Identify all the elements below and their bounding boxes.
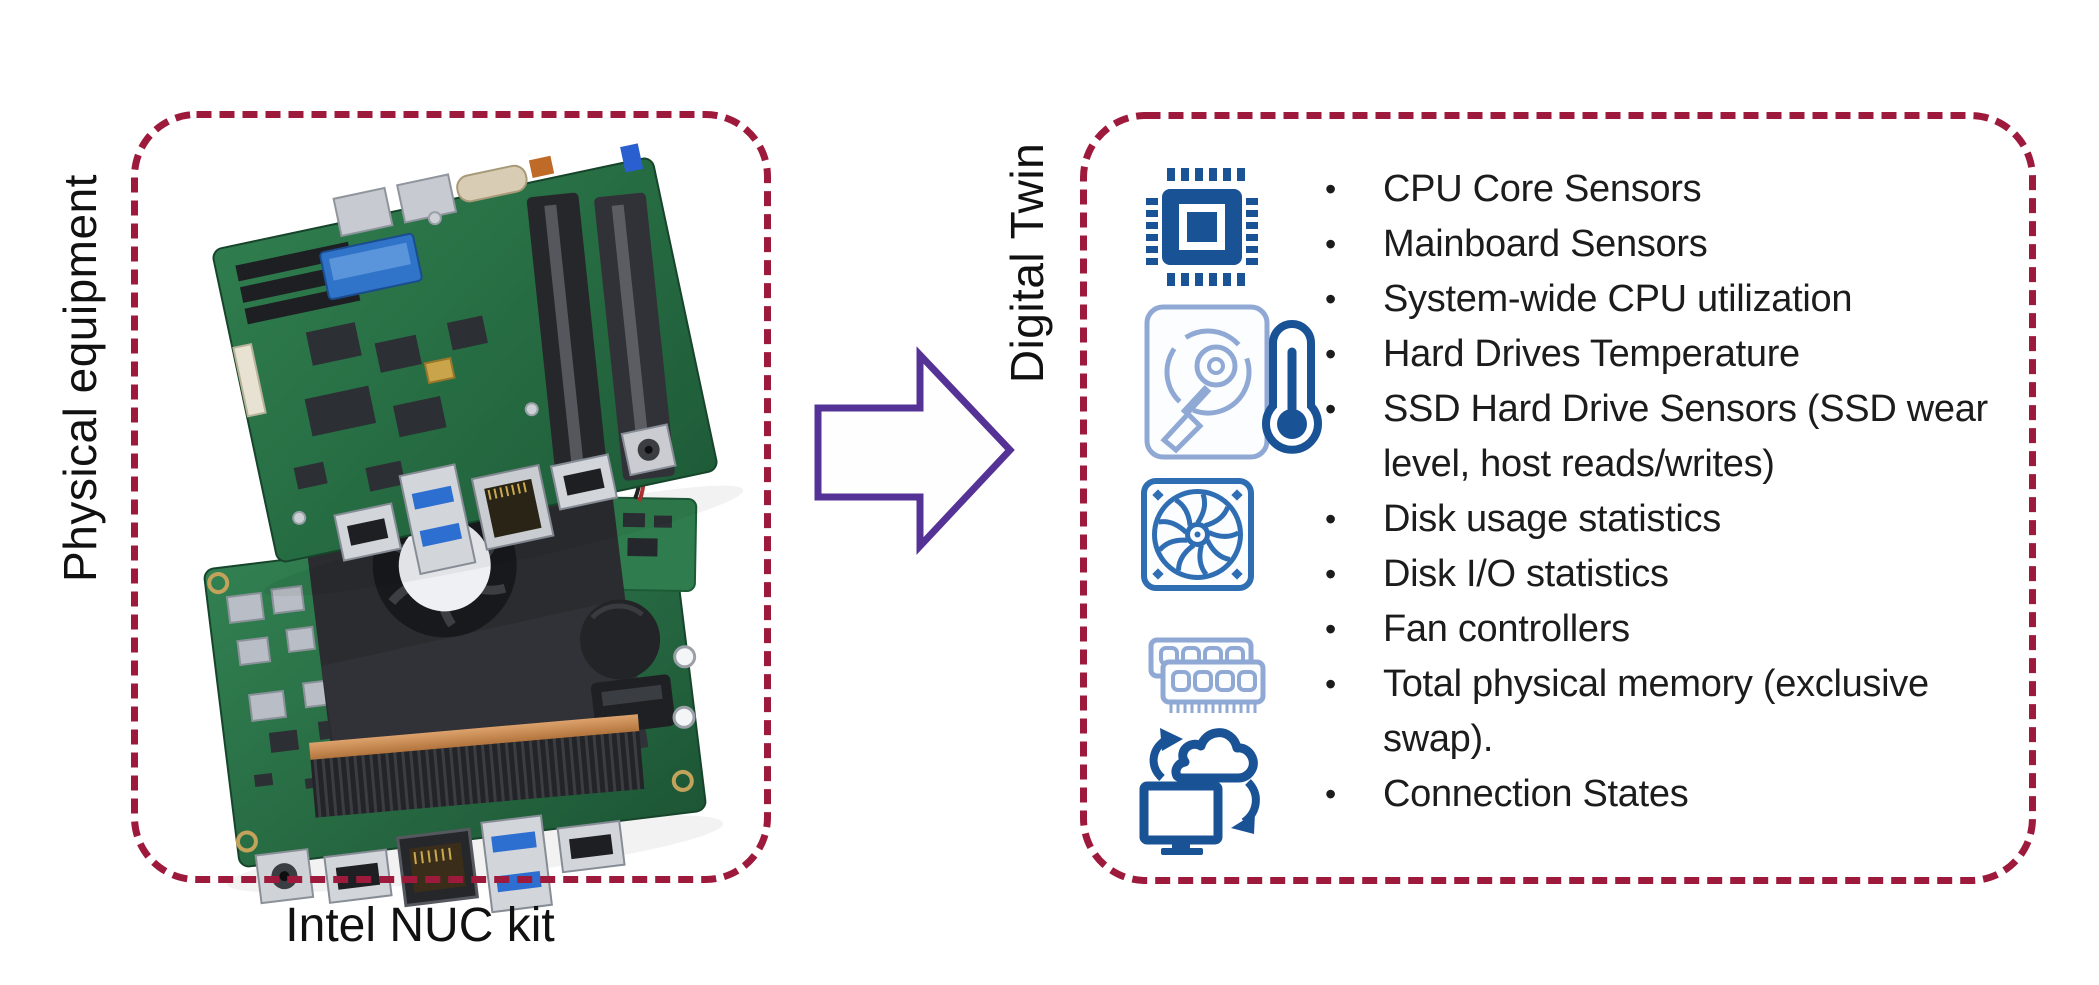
bullet-dot: • <box>1325 611 1337 647</box>
list-item: • SSD Hard Drive Sensors (SSD wear level,… <box>1325 382 2005 492</box>
cloud-computer-sync-icon <box>1139 728 1260 855</box>
physical-equipment-label: Physical equipment <box>54 174 106 582</box>
list-item-text: Hard Drives Temperature <box>1383 333 1800 375</box>
transform-arrow <box>814 346 1015 555</box>
list-item-text: SSD Hard Drive Sensors (SSD wear level, … <box>1383 388 1988 485</box>
digital-twin-box <box>1080 112 2036 884</box>
bullet-dot: • <box>1325 281 1337 317</box>
intel-nuc-photo <box>203 143 744 914</box>
sensor-list: • CPU Core Sensors • Mainboard Sensors • Syst… <box>1325 162 2005 822</box>
bullet-dot: • <box>1325 776 1337 812</box>
list-item-text: Disk I/O statistics <box>1383 553 1669 595</box>
bullet-dot: • <box>1325 666 1337 702</box>
list-item-text: Total physical memory (exclusive swap). <box>1383 663 1929 760</box>
right-arrow-icon <box>814 346 1015 555</box>
fan-icon <box>1141 478 1254 591</box>
bullet-dot: • <box>1325 556 1337 592</box>
bullet-dot: • <box>1325 171 1337 207</box>
nuc-motherboard <box>212 143 744 597</box>
list-item: • Connection States <box>1325 767 2005 822</box>
memory-ram-icon <box>1148 637 1266 713</box>
list-item: • Mainboard Sensors <box>1325 217 2005 272</box>
list-item-text: Mainboard Sensors <box>1383 223 1708 265</box>
list-item: • Disk usage statistics <box>1325 492 2005 547</box>
physical-equipment-box <box>131 111 771 883</box>
list-item: • Disk I/O statistics <box>1325 547 2005 602</box>
nuc-fan-board <box>203 445 724 914</box>
cpu-chip-icon <box>1146 168 1258 286</box>
intel-nuc-caption: Intel NUC kit <box>285 899 555 952</box>
digital-twin-label: Digital Twin <box>1001 142 1053 384</box>
hard-drive-icon <box>1144 304 1270 460</box>
list-item: • System-wide CPU utilization <box>1325 272 2005 327</box>
list-item: • CPU Core Sensors <box>1325 162 2005 217</box>
list-item: • Hard Drives Temperature <box>1325 327 2005 382</box>
list-item-text: CPU Core Sensors <box>1383 168 1702 210</box>
bullet-dot: • <box>1325 501 1337 537</box>
list-item-text: System-wide CPU utilization <box>1383 278 1853 320</box>
list-item-text: Fan controllers <box>1383 608 1630 650</box>
list-item-text: Disk usage statistics <box>1383 498 1721 540</box>
bullet-dot: • <box>1325 391 1337 427</box>
bullet-dot: • <box>1325 336 1337 372</box>
list-item-text: Connection States <box>1383 773 1689 815</box>
list-item: • Fan controllers <box>1325 602 2005 657</box>
bullet-dot: • <box>1325 226 1337 262</box>
list-item: • Total physical memory (exclusive swap). <box>1325 657 2005 767</box>
thermometer-icon <box>1262 320 1322 454</box>
